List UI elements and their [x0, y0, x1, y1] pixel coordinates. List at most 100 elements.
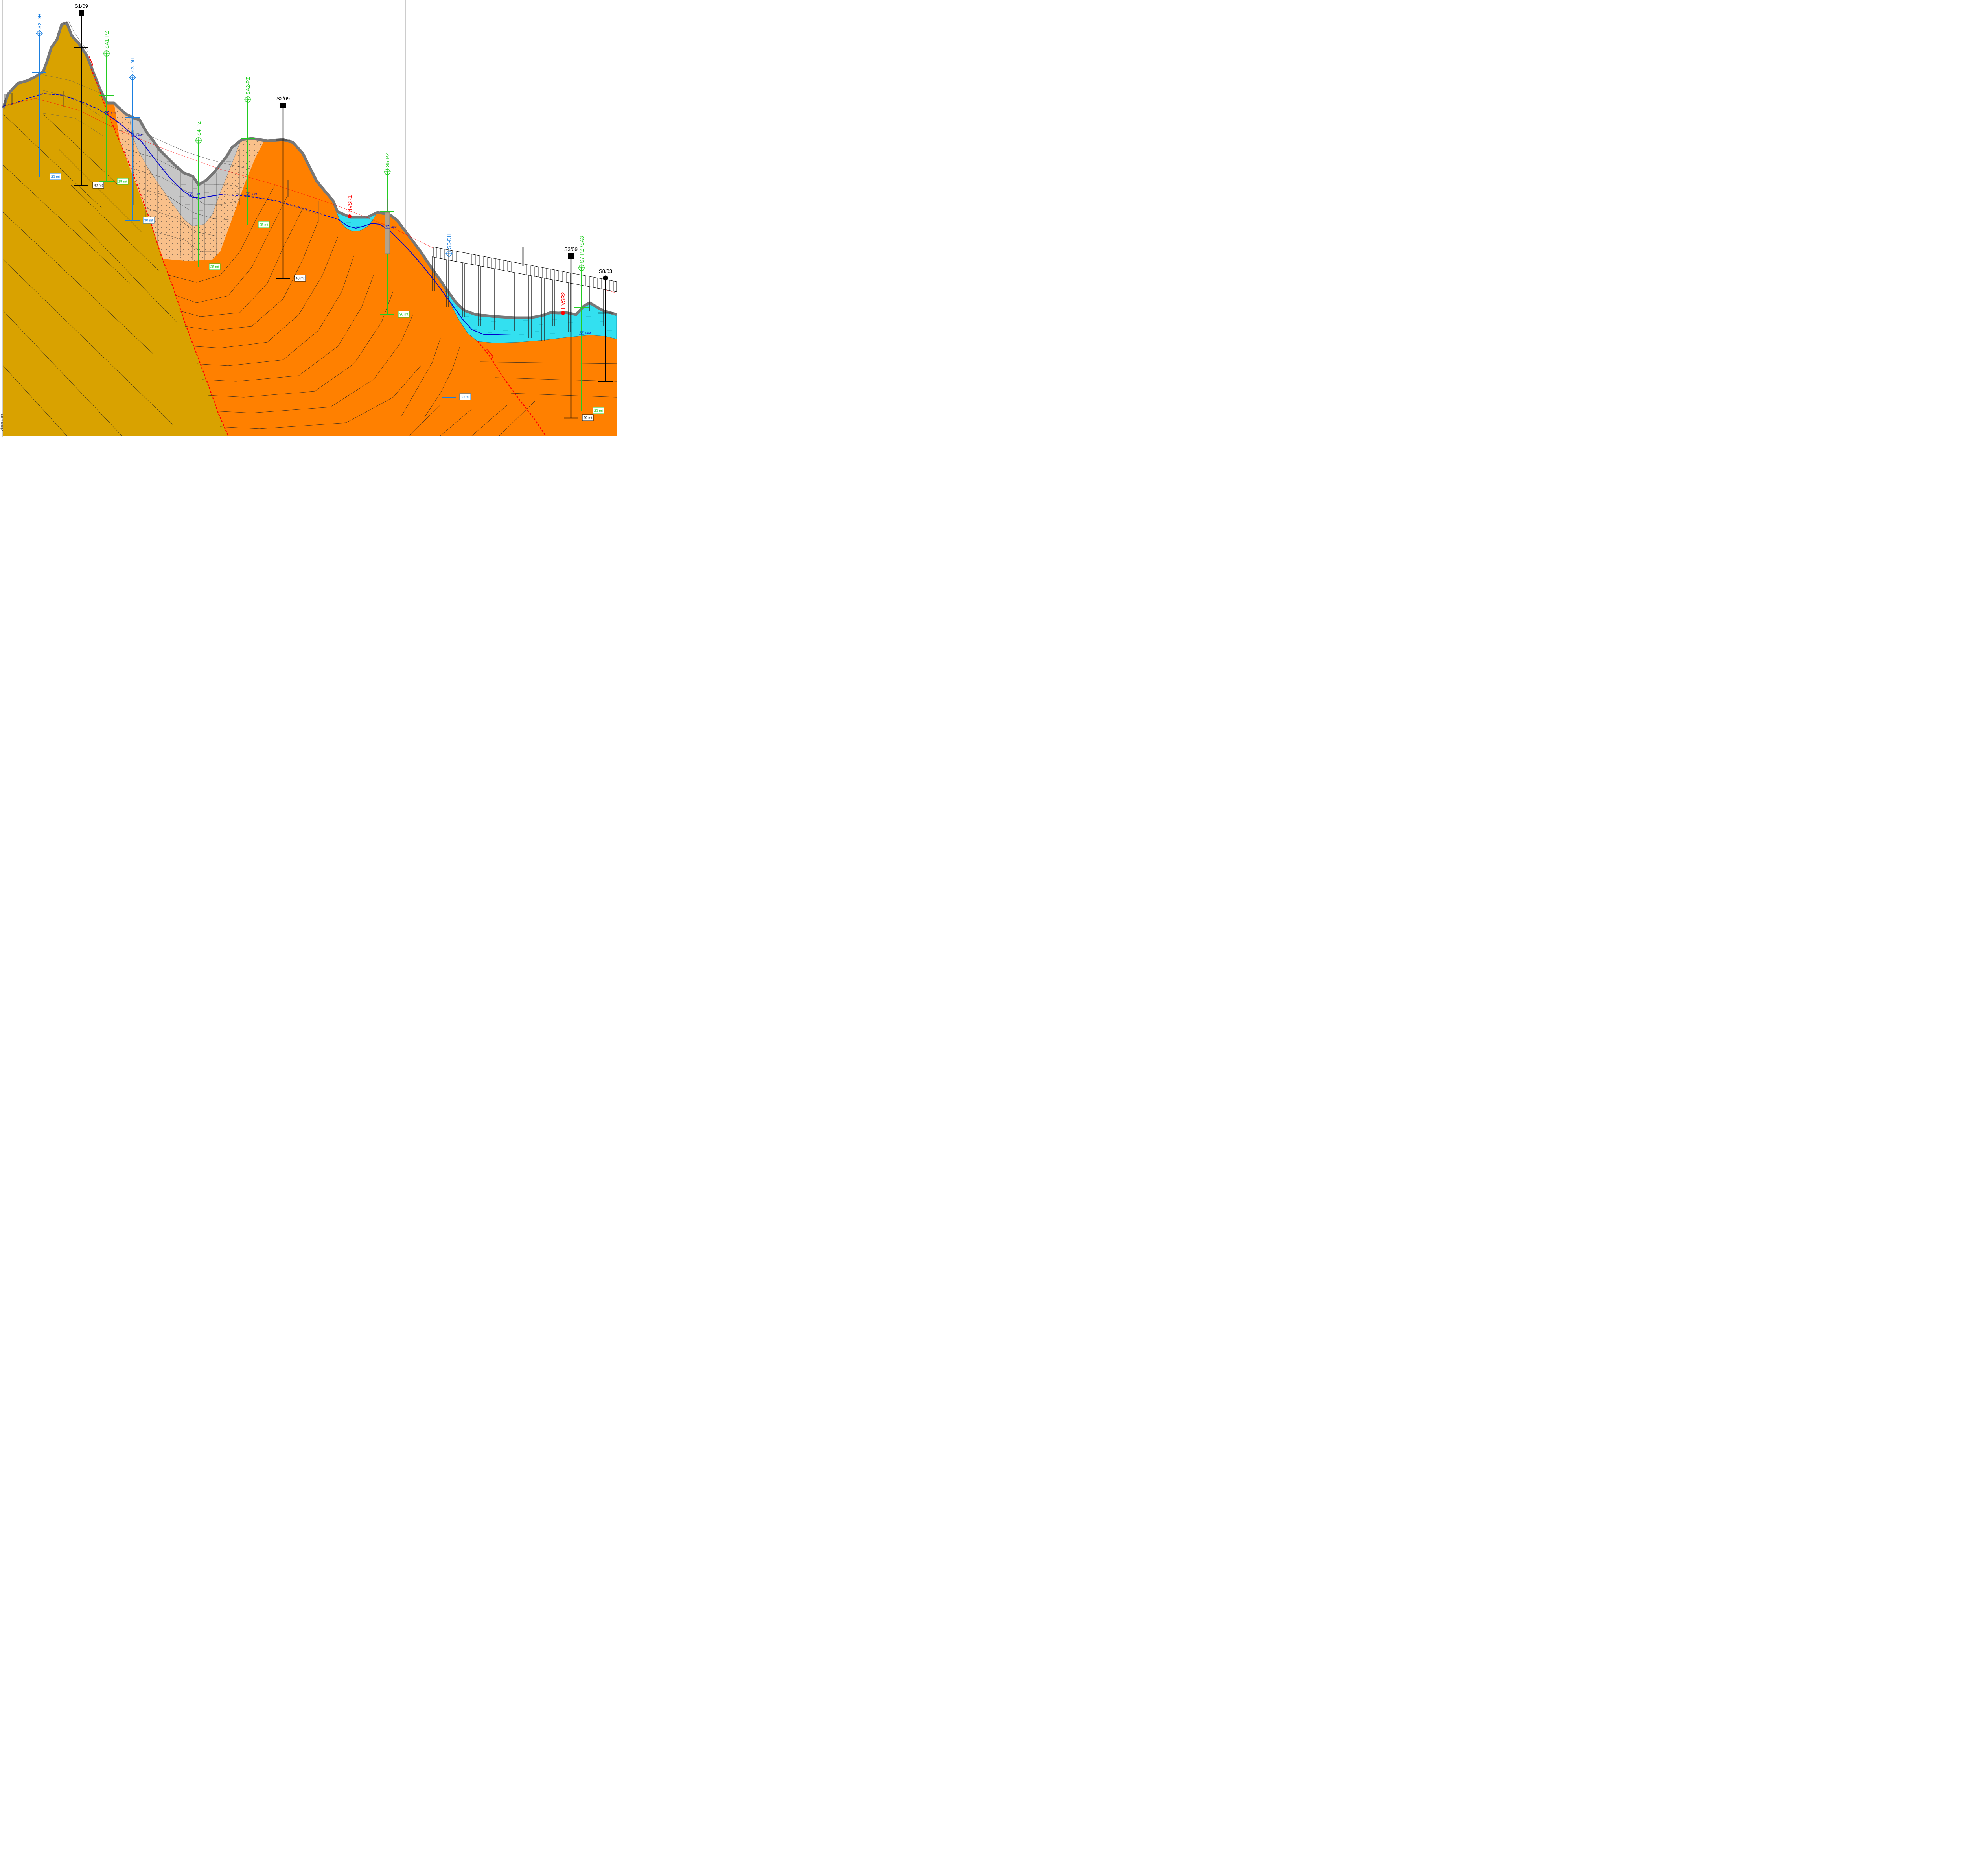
faults	[90, 68, 547, 436]
depth-label: 40 mt	[94, 184, 103, 188]
piezometer-target-icon	[195, 137, 202, 144]
water-table-dashed-mid	[220, 194, 339, 220]
piezometer-target-icon	[384, 168, 391, 175]
water-level-label: 6mt	[136, 133, 142, 137]
borehole-circle-icon	[603, 275, 608, 281]
borehole-square-icon	[79, 10, 84, 16]
borehole-s6-dh: S6-DH 30 mt	[442, 234, 471, 400]
depth-label: 25 mt	[210, 265, 219, 269]
ground-surface	[2, 21, 617, 319]
depth-label: 30 mt	[461, 395, 470, 399]
debris-hatch	[149, 139, 231, 219]
hvsr-hvsr2: HVSR2	[560, 292, 566, 315]
hvsr-label: HVSR2	[560, 292, 566, 309]
borehole-sa2-pz: SA2-PZ 25 mt	[241, 77, 270, 228]
hvsr-point-icon	[348, 214, 352, 218]
depth-box	[294, 275, 306, 282]
borehole-s1-09: S1/09 40 mt	[74, 3, 104, 189]
depth-label: 30 mt	[51, 175, 60, 179]
borehole-s2-dh: S2-DH 30 mt	[32, 13, 61, 180]
water-level-label: 6mt	[111, 111, 116, 115]
downhole-diamond-icon	[129, 74, 136, 81]
piezometer-casing	[385, 199, 390, 254]
borehole-name: S3/09	[564, 246, 578, 252]
borehole-s4-pz: S4-PZ 25 mt	[191, 121, 221, 270]
geological-section: Altezze 1:200 S1/09 40 mt S2/09 40 mt S3/09 3…	[1, 0, 617, 437]
main-fault	[90, 68, 229, 436]
borehole-sa1-pz: SA1-PZ 25 mt	[99, 31, 129, 185]
depth-box	[50, 173, 61, 180]
borehole-name: SA1-PZ	[104, 31, 110, 49]
depth-box	[209, 263, 221, 270]
geology	[3, 23, 617, 436]
depth-box	[582, 414, 594, 421]
water-level-marker: 4mt	[385, 225, 397, 229]
water-level-labels: 6mt 6mt 6mt 7mt 4mt 8mt	[105, 111, 591, 335]
water-level-marker: 8mt	[579, 331, 591, 335]
water-level-label: 4mt	[391, 225, 397, 229]
water-table-solid-right	[338, 219, 617, 335]
water-level-marker: 7mt	[245, 192, 257, 197]
depth-label: 30 mt	[399, 313, 409, 317]
hvsr-hvsr1: HVSR1	[347, 195, 353, 218]
depth-label: 30 mt	[584, 416, 593, 420]
piezometer-target-icon	[244, 96, 251, 103]
water-table-dashed-left	[3, 93, 106, 114]
depth-box	[593, 407, 604, 414]
water-table-solid-mid	[105, 113, 221, 199]
piezometer-target-icon	[578, 264, 585, 271]
survey-annotations: Altezze 1:200	[1, 91, 524, 431]
depth-label: 40 mt	[296, 276, 305, 280]
water-table	[3, 93, 617, 335]
ground-surface-thin	[61, 21, 89, 53]
depth-label: 25 mt	[118, 180, 127, 184]
water-level-label: 6mt	[195, 193, 200, 196]
borehole-s8-03: S8/03	[598, 268, 613, 382]
depth-box	[143, 217, 155, 224]
water-level-label: 8mt	[585, 332, 591, 335]
borehole-name: S1/09	[75, 3, 88, 9]
borehole-s3-09: S3/09 30 mt	[564, 246, 594, 421]
depth-box	[459, 393, 471, 400]
borehole-square-icon	[568, 253, 574, 259]
water-level-marker: 6mt	[188, 192, 200, 197]
depth-label: 25 mt	[260, 223, 269, 227]
borehole-s7-pz: S7-PZ /SA3 30 mt	[574, 236, 604, 414]
borehole-name: S8/03	[599, 268, 612, 274]
hvsr-point-icon	[561, 311, 565, 315]
borehole-name: S7-PZ /SA3	[579, 236, 585, 263]
borehole-name: S2-DH	[37, 13, 42, 29]
bedrock-formation	[3, 23, 228, 436]
depth-label: 30 mt	[594, 409, 603, 413]
boreholes: S1/09 40 mt S2/09 40 mt S3/09 30 mt S8/03 S2-DH…	[32, 3, 613, 421]
bridge-deck	[433, 247, 617, 292]
borehole-name: SA2-PZ	[245, 77, 251, 95]
fault-arrows	[88, 55, 494, 359]
downhole-diamond-icon	[35, 29, 43, 37]
water-level-label: 7mt	[252, 193, 257, 196]
water-level-marker: 6mt	[130, 133, 142, 137]
depth-box	[398, 311, 410, 318]
borehole-name: S2/09	[276, 96, 290, 101]
hvsr-label: HVSR1	[347, 195, 353, 212]
borehole-name: S4-PZ	[196, 121, 202, 136]
water-level-marker: 6mt	[105, 111, 116, 115]
depth-box	[258, 221, 270, 228]
bedrock-bedding	[3, 114, 177, 436]
depth-label: 30 mt	[144, 219, 153, 223]
borehole-s2-09: S2/09 40 mt	[276, 96, 306, 282]
vertical-scale-label: Altezze 1:200	[1, 414, 4, 431]
orange-bedding	[169, 184, 617, 436]
downhole-diamond-icon	[445, 250, 453, 258]
borehole-name: S6-DH	[446, 234, 452, 249]
depth-box	[92, 182, 104, 189]
depth-box	[117, 178, 129, 185]
fault-right	[477, 341, 547, 436]
borehole-s3-dh: S3-DH 30 mt	[125, 57, 155, 224]
piezometer-target-icon	[103, 50, 110, 57]
borehole-name: S5-PZ	[385, 153, 390, 167]
borehole-square-icon	[280, 103, 286, 108]
sand-bedding	[118, 129, 252, 260]
borehole-name: S3-DH	[130, 57, 136, 73]
